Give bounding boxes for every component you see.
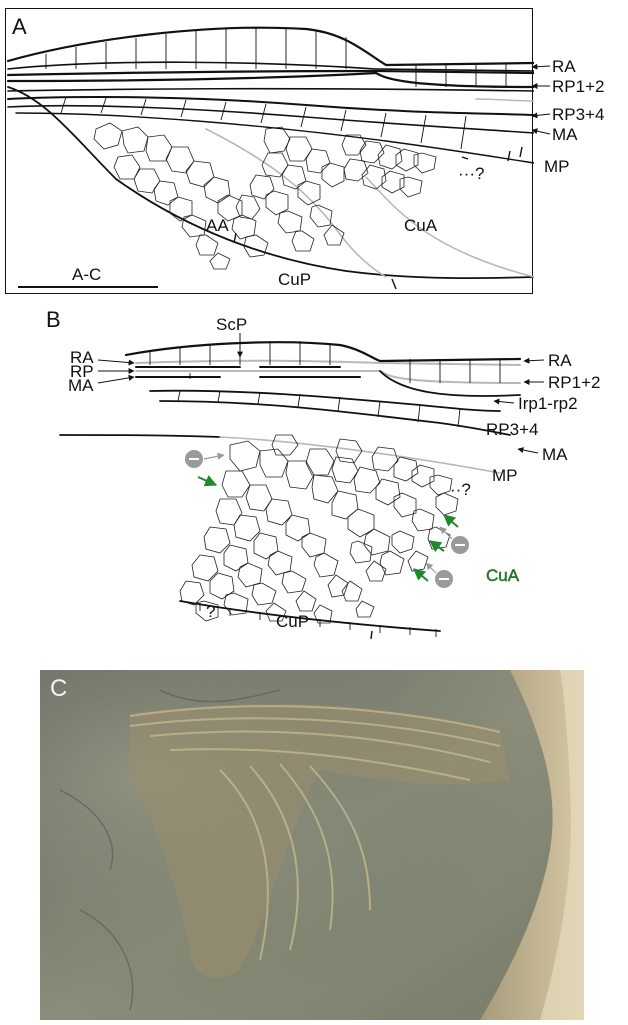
label-rp34-b: RP3+4 — [486, 420, 538, 439]
label-cua-b: CuA — [486, 566, 520, 585]
panel-a-svg: A — [6, 9, 534, 295]
arrow-irp — [494, 401, 514, 403]
label-q-right: ··? — [450, 480, 471, 499]
label-cup-b: CuP — [276, 612, 309, 631]
panel-b-svg: B — [40, 305, 628, 660]
arrow-ra-left — [98, 360, 134, 363]
label-irp: Irp1-rp2 — [518, 394, 578, 413]
arrow-ma-right — [518, 449, 538, 453]
cell-network-b — [180, 435, 458, 623]
cup-gray-vein — [206, 129, 386, 277]
green-arrow-4 — [414, 569, 428, 581]
label-rp34-a: RP3+4 — [552, 105, 604, 124]
arrow-ma — [532, 130, 550, 134]
label-mp-a: MP — [544, 157, 570, 176]
label-aa: AA — [206, 216, 229, 235]
label-ra-a: RA — [552, 57, 576, 76]
ma2-b — [160, 401, 510, 435]
hind-margin-b — [180, 601, 440, 631]
panel-b-wing-drawing: B — [40, 305, 628, 660]
ra-vein — [8, 71, 534, 75]
panel-c-letter: C — [50, 675, 67, 702]
minus-marker-2 — [440, 527, 469, 554]
arrow-ra-right — [524, 360, 544, 361]
rp-stem-vein — [8, 89, 534, 91]
ma-vein — [8, 106, 534, 133]
costa-b — [126, 342, 520, 361]
green-arrow-1 — [198, 477, 216, 485]
label-ma-right: MA — [542, 445, 568, 464]
cua-gray-vein — [366, 177, 534, 277]
arrow-ma-left — [98, 377, 134, 383]
label-cua: CuA — [404, 216, 438, 235]
arrow-rp34 — [532, 114, 550, 116]
scp-b — [136, 361, 520, 365]
costal-vein — [8, 28, 534, 65]
margin-ticks-b — [200, 603, 436, 639]
fossil-photograph: C — [40, 670, 584, 1020]
panel-c-fossil-photo: C — [40, 670, 584, 1020]
label-q-bottom: ? — [206, 602, 215, 621]
mp-stem-b — [60, 435, 220, 437]
label-rp12-b: RP1+2 — [548, 373, 600, 392]
label-cup: CuP — [278, 270, 311, 289]
label-scp: ScP — [216, 315, 247, 334]
green-arrow-2 — [444, 515, 458, 527]
rp12-vein — [8, 73, 534, 87]
minus-marker-3 — [426, 563, 453, 588]
panel-b-letter: B — [46, 307, 61, 332]
label-ma-left: MA — [68, 376, 94, 395]
label-mp-b: MP — [492, 466, 518, 485]
label-rp12-a: RP1+2 — [552, 77, 604, 96]
arrow-ra — [532, 66, 550, 67]
panel-a-wing-drawing: A — [5, 8, 533, 294]
label-ma-a: MA — [552, 125, 578, 144]
minus-marker-1 — [185, 450, 224, 468]
panel-a-letter: A — [12, 14, 27, 39]
label-ra-right: RA — [548, 351, 572, 370]
green-arrow-3 — [430, 541, 444, 551]
scale-bar-label: A-C — [72, 265, 101, 284]
label-question: ···? — [458, 164, 484, 183]
crossveins-b — [150, 341, 500, 427]
panel-a-side-labels: RA RP1+2 RP3+4 MA MP — [510, 50, 628, 180]
